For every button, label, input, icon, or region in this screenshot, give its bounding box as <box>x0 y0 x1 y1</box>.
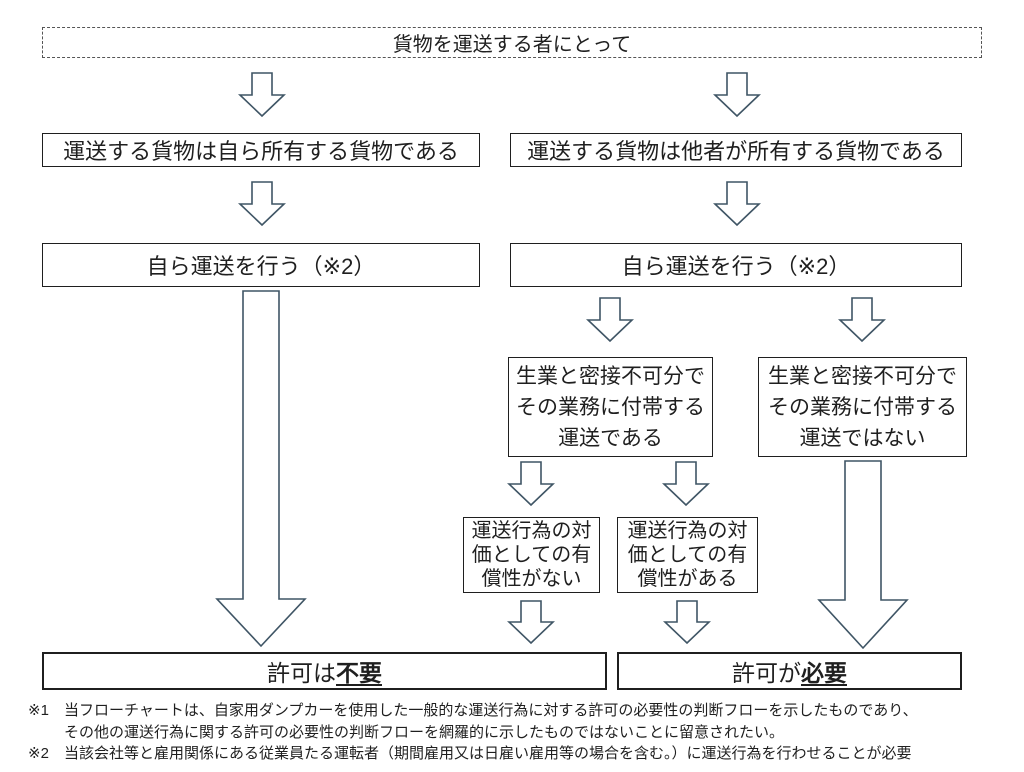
box-self-transport-left: 自ら運送を行う（※2） <box>42 243 480 287</box>
down-arrow-icon <box>662 461 710 507</box>
footnote-1-text: 当フローチャートは、自家用ダンプカーを使用した一般的な運送行為に対する許可の必要… <box>64 702 918 741</box>
box-has-compensation-label: 運送行為の対 価としての有 償性がある <box>627 520 748 590</box>
footnote-1: ※1 当フローチャートは、自家用ダンプカーを使用した一般的な運送行為に対する許可… <box>28 700 1012 743</box>
footnotes: ※1 当フローチャートは、自家用ダンプカーを使用した一般的な運送行為に対する許可… <box>28 700 1012 765</box>
down-arrow-icon <box>713 181 761 227</box>
footnote-1-marker: ※1 <box>28 702 49 719</box>
down-arrow-icon <box>507 600 555 645</box>
box-own-cargo-label: 運送する貨物は自ら所有する貨物である <box>63 139 459 164</box>
box-transport-inseparable: 生業と密接不可分で その業務に付帯する 運送である <box>508 357 713 457</box>
box-transport-inseparable-label: 生業と密接不可分で その業務に付帯する 運送である <box>516 364 705 450</box>
down-arrow-icon <box>507 461 555 507</box>
box-transport-not-inseparable: 生業と密接不可分で その業務に付帯する 運送ではない <box>758 357 967 457</box>
footnote-2-text: 当該会社等と雇用関係にある従業員たる運転者（期間雇用又は日雇い雇用等の場合を含む… <box>64 745 912 762</box>
down-arrow-icon <box>713 72 761 118</box>
box-self-transport-left-label: 自ら運送を行う（※2） <box>146 254 376 279</box>
down-arrow-icon <box>838 297 886 343</box>
box-own-cargo: 運送する貨物は自ら所有する貨物である <box>42 133 480 167</box>
box-permit-required: 許可が必要 <box>617 652 962 690</box>
down-arrow-icon <box>586 297 634 343</box>
box-transport-not-inseparable-label: 生業と密接不可分で その業務に付帯する 運送ではない <box>768 364 957 450</box>
permit-required-emphasis: 必要 <box>801 660 847 686</box>
box-others-cargo-label: 運送する貨物は他者が所有する貨物である <box>527 139 945 164</box>
down-arrow-icon <box>238 72 286 118</box>
title-box-label: 貨物を運送する者にとって <box>392 34 632 56</box>
permit-required-prefix: 許可が <box>732 660 801 686</box>
box-no-compensation: 運送行為の対 価としての有 償性がない <box>463 517 600 593</box>
box-no-compensation-label: 運送行為の対 価としての有 償性がない <box>471 520 592 590</box>
footnote-2: ※2 当該会社等と雇用関係にある従業員たる運転者（期間雇用又は日雇い雇用等の場合… <box>28 743 1012 765</box>
box-self-transport-right: 自ら運送を行う（※2） <box>510 243 962 287</box>
permit-not-required-emphasis: 不要 <box>336 660 382 686</box>
footnote-2-marker: ※2 <box>28 745 49 762</box>
long-down-arrow-icon <box>215 290 307 648</box>
down-arrow-icon <box>238 181 286 227</box>
down-arrow-icon <box>663 600 711 645</box>
title-box: 貨物を運送する者にとって <box>42 27 982 58</box>
long-down-arrow-icon <box>817 460 909 650</box>
box-others-cargo: 運送する貨物は他者が所有する貨物である <box>510 133 962 167</box>
box-permit-not-required: 許可は不要 <box>42 652 607 690</box>
box-self-transport-right-label: 自ら運送を行う（※2） <box>621 254 851 279</box>
permit-not-required-prefix: 許可は <box>267 660 336 686</box>
box-has-compensation: 運送行為の対 価としての有 償性がある <box>617 517 758 593</box>
